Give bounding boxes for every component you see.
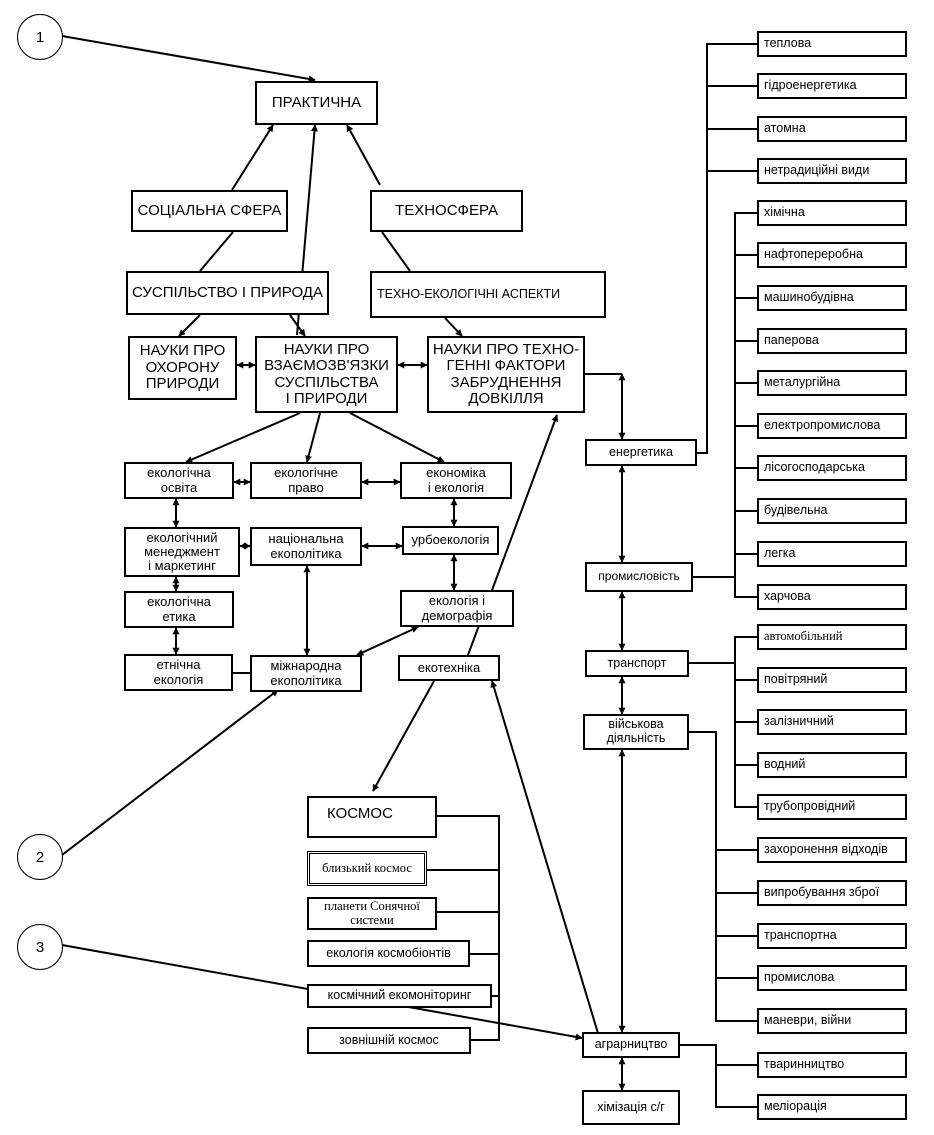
- marker-1: 1: [17, 14, 63, 60]
- sciences-protection-box: НАУКИ ПРО ОХОРОНУ ПРИРОДИ: [128, 336, 237, 400]
- military-item: випробування зброї: [757, 880, 907, 906]
- military-box: військова діяльність: [583, 714, 689, 750]
- sciences-technogenic-box: НАУКИ ПРО ТЕХНО- ГЕННІ ФАКТОРИ ЗАБРУДНЕН…: [427, 336, 585, 413]
- energy-item: теплова: [757, 31, 907, 57]
- ecotechnics-box: екотехніка: [398, 655, 500, 681]
- military-item: транспортна: [757, 923, 907, 949]
- line-social-society: [199, 231, 234, 272]
- eco-law-box: екологічне право: [250, 462, 362, 499]
- social-sphere-box: СОЦІАЛЬНА СФЕРА: [131, 190, 288, 232]
- marker-2: 2: [17, 834, 63, 880]
- agriculture-item: меліорація: [757, 1094, 907, 1120]
- monitoring-box: космічний екомоніторинг: [307, 984, 492, 1008]
- arrow-social-to-practical: [231, 124, 274, 191]
- agriculture-box: аграрництво: [582, 1032, 680, 1058]
- arrow-ecotechnics-to-space: [372, 680, 435, 792]
- industry-box: промисловість: [585, 562, 693, 592]
- military-item: промислова: [757, 965, 907, 991]
- industry-item: паперова: [757, 328, 907, 354]
- industry-item: машинобудівна: [757, 285, 907, 311]
- industry-item: нафтопереробна: [757, 242, 907, 268]
- ecology-demography-box: екологія і демографія: [400, 590, 514, 627]
- industry-item: харчова: [757, 584, 907, 610]
- arrow-1-to-practical: [61, 35, 316, 83]
- industry-item: електропромислова: [757, 413, 907, 439]
- eco-education-box: екологічна освіта: [124, 462, 234, 499]
- technosphere-box: ТЕХНОСФЕРА: [370, 190, 523, 232]
- transport-item: водний: [757, 752, 907, 778]
- practical-box: ПРАКТИЧНА: [255, 81, 378, 125]
- planets-box: планети Сонячної системи: [307, 897, 437, 930]
- military-item: захоронення відходів: [757, 837, 907, 863]
- energy-box: енергетика: [585, 439, 697, 466]
- space-box: КОСМОС: [307, 796, 437, 838]
- national-policy-box: національна екополітика: [250, 527, 362, 566]
- eco-ethics-box: екологічна етика: [124, 591, 234, 628]
- outer-space-box: зовнішній космос: [307, 1027, 471, 1054]
- transport-item: залізничний: [757, 709, 907, 735]
- arrow-to-technogenic: [444, 317, 463, 337]
- sciences-interrelations-box: НАУКИ ПРО ВЗАЄМОЗВ'ЯЗКИ СУСПІЛЬСТВА І ПР…: [255, 336, 398, 413]
- agriculture-item: тваринництво: [757, 1052, 907, 1078]
- arrow-2-to-policy: [61, 689, 279, 856]
- marker-3: 3: [17, 924, 63, 970]
- transport-box: транспорт: [585, 650, 689, 677]
- line-techno-aspects: [381, 231, 411, 272]
- energy-item: гідроенергетика: [757, 73, 907, 99]
- cosmobionts-box: екологія космобіонтів: [307, 940, 470, 967]
- transport-item: повітряний: [757, 667, 907, 693]
- ethnic-ecology-box: етнічна екологія: [124, 654, 233, 691]
- eco-management-box: екологічний менеджмент і маркетинг: [124, 527, 240, 577]
- transport-item: трубопровідний: [757, 794, 907, 820]
- energy-item: атомна: [757, 116, 907, 142]
- chemicalization-box: хімізація с/г: [582, 1090, 680, 1125]
- industry-item: будівельна: [757, 498, 907, 524]
- arrow-to-protection: [178, 314, 201, 337]
- arrow-to-interrelations: [289, 314, 306, 337]
- industry-item: легка: [757, 541, 907, 567]
- industry-item: металургійна: [757, 370, 907, 396]
- economy-ecology-box: економіка і екологія: [400, 462, 512, 499]
- arrow-ecotechnics-agriculture: [490, 680, 602, 1041]
- military-item: маневри, війни: [757, 1008, 907, 1034]
- industry-item: хімічна: [757, 200, 907, 226]
- energy-item: нетрадиційні види: [757, 158, 907, 184]
- near-space-box: близький космос: [307, 851, 427, 886]
- international-policy-box: міжнародна екополітика: [250, 655, 362, 692]
- arrow-techno-to-practical: [346, 124, 381, 186]
- techno-aspects-box: ТЕХНО-ЕКОЛОГІЧНІ АСПЕКТИ: [370, 271, 606, 318]
- industry-item: лісогосподарська: [757, 455, 907, 481]
- urboecology-box: урбоекологія: [402, 526, 499, 555]
- transport-item: автомобільний: [757, 624, 907, 650]
- society-nature-box: СУСПІЛЬСТВО І ПРИРОДА: [126, 271, 329, 315]
